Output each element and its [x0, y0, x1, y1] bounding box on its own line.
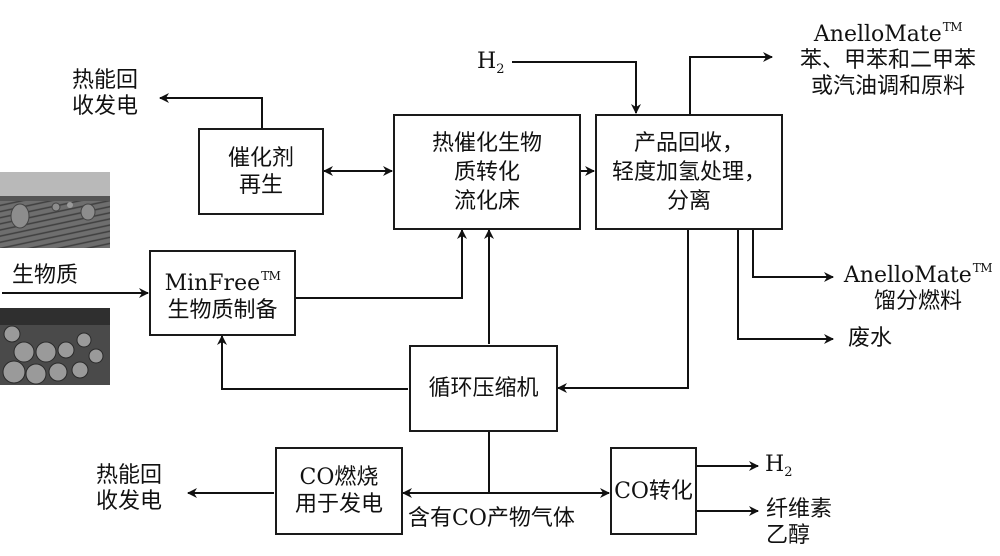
heat-power-top-line2: 收发电 [72, 94, 139, 119]
h2-input-sub: 2 [496, 62, 505, 77]
anello-distillate-brand: AnelloMate [843, 263, 972, 288]
arrow-product-to-wastewater [737, 230, 834, 344]
minfree-brand: MinFree [164, 270, 261, 296]
biomass-label: 生物质 [12, 263, 79, 288]
field-with-hay-bales-photo [0, 172, 110, 248]
heat-power-bottom-line2: 收发电 [96, 489, 163, 514]
arrow-product-to-aromatics [689, 52, 773, 114]
catalyst-regen-line2: 再生 [238, 172, 283, 198]
anello-distillate-line2: 馏分燃料 [873, 289, 962, 314]
heat-power-bottom-line1: 热能回 [96, 463, 163, 488]
arrow-product-to-distillate [752, 230, 834, 282]
cellulosic-ethanol-line1: 纤维素 [766, 497, 833, 522]
anellomate-aromatics-label: AnelloMateTM 苯、甲苯和二甲苯 或汽油调和原料 [776, 14, 1000, 100]
trademark: TM [972, 261, 993, 275]
co-product-gas-label: 含有CO产物气体 [408, 506, 575, 531]
reactor-line1: 热催化生物 [431, 130, 542, 156]
waste-water-label: 废水 [848, 326, 893, 351]
co-combustion-line2: 用于发电 [294, 492, 383, 517]
reactor-line2: 质转化 [453, 159, 520, 185]
arrow-minfree-to-reactor [296, 229, 467, 299]
cellulosic-ethanol-label: 纤维素 乙醇 [766, 497, 832, 549]
cellulosic-ethanol-line2: 乙醇 [766, 523, 811, 548]
catalyst-regen-line1: 催化剂 [227, 145, 294, 171]
product-line1: 产品回收， [633, 130, 744, 156]
h2-output-sub: 2 [784, 465, 793, 480]
product-recovery-box: 产品回收， 轻度加氢处理， 分离 [595, 114, 783, 230]
h2-input-label: H2 [477, 49, 504, 83]
h2-output-base: H [765, 452, 785, 477]
recycle-compressor-box: 循环压缩机 [409, 345, 558, 432]
co-conversion-box: CO转化 [610, 447, 697, 535]
heat-power-label-top: 热能回 收发电 [72, 68, 138, 120]
arrow-product-to-compressor [557, 230, 689, 393]
h2-output-label: H2 [765, 452, 792, 486]
heat-power-label-bottom: 热能回 收发电 [96, 463, 162, 515]
catalyst-regeneration-box: 催化剂 再生 [198, 128, 324, 215]
arrow-h2-to-product [512, 61, 641, 114]
arrow-catalyst-to-heat-power [159, 93, 263, 128]
minfree-line2: 生物质制备 [167, 297, 278, 323]
co-combustion-box: CO燃烧 用于发电 [275, 447, 403, 535]
reactor-box: 热催化生物 质转化 流化床 [393, 114, 581, 230]
anello-aromatics-brand: AnelloMate [813, 22, 942, 47]
stacked-logs-photo [0, 308, 110, 385]
reactor-line3: 流化床 [453, 188, 520, 214]
anello-aromatics-line2: 苯、甲苯和二甲苯 [799, 48, 976, 73]
co-conversion-label: CO转化 [614, 478, 693, 504]
co-combustion-line1: CO燃烧 [299, 465, 379, 490]
product-line3: 分离 [666, 188, 711, 214]
minfree-biomass-prep-box: MinFreeTM 生物质制备 [149, 250, 296, 336]
anellomate-distillate-label: AnelloMateTM 馏分燃料 [838, 255, 998, 315]
trademark: TM [261, 268, 281, 283]
heat-power-top-line1: 热能回 [72, 68, 139, 93]
h2-input-base: H [477, 49, 497, 74]
compressor-label: 循环压缩机 [428, 376, 539, 401]
trademark: TM [942, 20, 963, 34]
anello-aromatics-line3: 或汽油调和原料 [810, 74, 965, 99]
arrow-compressor-to-minfree [217, 335, 408, 390]
product-line2: 轻度加氢处理， [611, 159, 766, 185]
